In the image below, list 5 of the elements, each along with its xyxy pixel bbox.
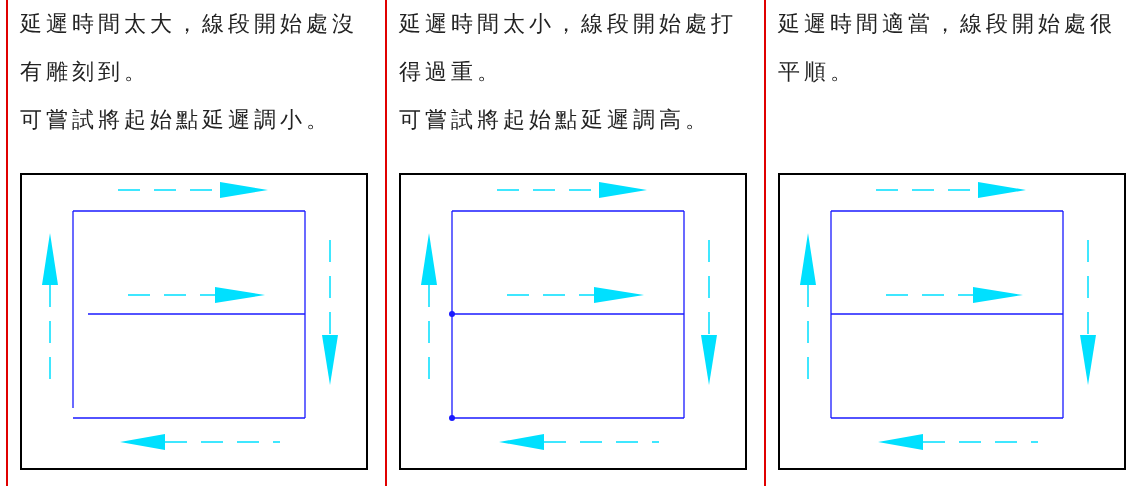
description-text: 可嘗試將起始點延遲調高。: [399, 106, 712, 134]
description-text: 可嘗試將起始點延遲調小。: [20, 106, 333, 134]
description-text: 延遲時間適當，線段開始處很平順。: [778, 10, 1117, 86]
description-text: 延遲時間太小，線段開始處打得過重。: [399, 10, 738, 86]
description-text: 延遲時間太大，線段開始處沒有雕刻到。: [20, 10, 359, 86]
